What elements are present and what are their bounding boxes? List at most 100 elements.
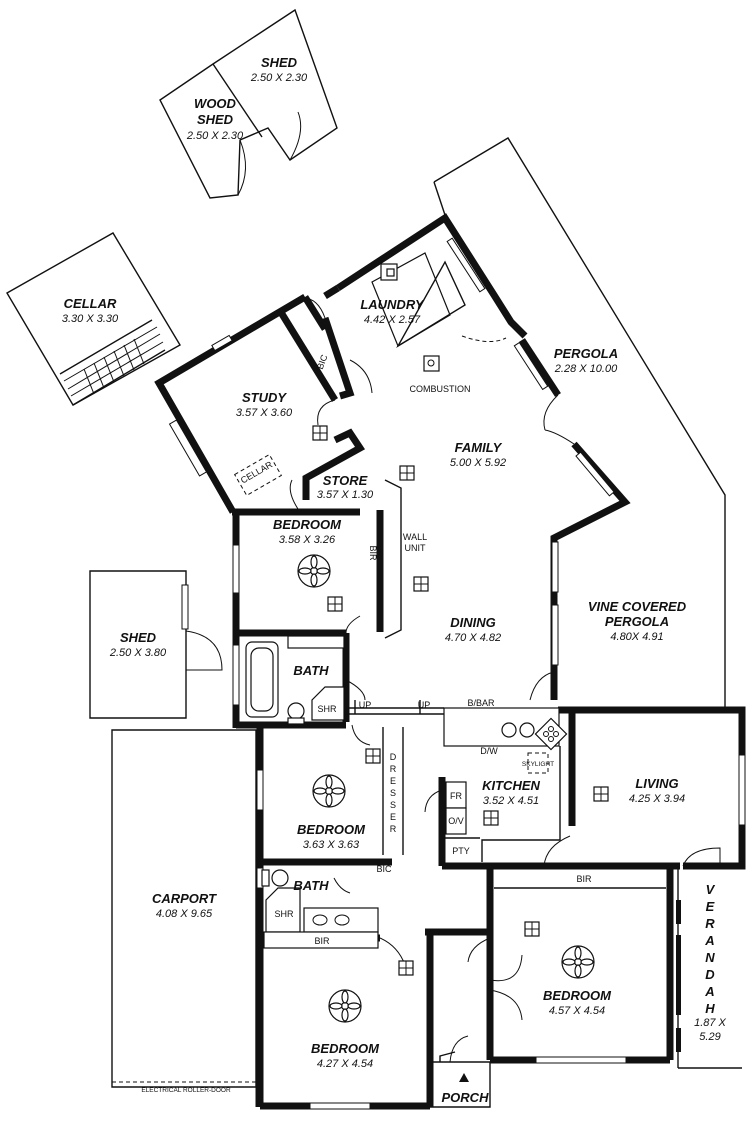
shed-wood-shed-outline xyxy=(159,8,338,199)
verandah-letter: A xyxy=(704,933,714,948)
room-labels: SHED 2.50 X 2.30 WOOD SHED 2.50 X 2.30 C… xyxy=(62,55,727,1105)
cellar-hatch xyxy=(233,453,283,497)
room-dims: 4.70 X 4.82 xyxy=(445,632,501,644)
breakfast-bar xyxy=(443,707,560,747)
room-dims: 3.58 X 3.26 xyxy=(279,534,336,546)
dresser-label: D R E S S E R xyxy=(390,752,397,834)
kitchen-bench-east xyxy=(481,746,561,862)
svg-text:E: E xyxy=(390,776,396,786)
laundry-walls xyxy=(336,213,528,339)
ceiling-fan-icon xyxy=(561,945,595,979)
room-name: KITCHEN xyxy=(482,778,540,793)
shower-label: SHR xyxy=(317,704,337,714)
room-dims: 3.52 X 4.51 xyxy=(483,795,539,807)
room-dims: 1.87 X xyxy=(694,1017,726,1029)
room-dims: 4.25 X 3.94 xyxy=(629,793,685,805)
room-dims: 5.00 X 5.92 xyxy=(450,457,506,469)
room-dims: 3.63 X 3.63 xyxy=(303,839,360,851)
room-dims: 4.42 X 2.57 xyxy=(364,314,421,326)
svg-text:S: S xyxy=(390,800,396,810)
room-dims: 5.29 xyxy=(699,1031,720,1043)
wall-unit-label: WALL xyxy=(403,532,427,542)
shower-1 xyxy=(311,686,345,721)
light-icon xyxy=(524,921,540,937)
combustion-label: COMBUSTION xyxy=(409,384,470,394)
room-name: CARPORT xyxy=(152,891,217,906)
windows xyxy=(168,237,746,1110)
oven xyxy=(445,807,467,835)
verandah-letter: E xyxy=(706,899,715,914)
room-name: DINING xyxy=(450,615,496,630)
light-icon xyxy=(312,425,328,441)
room-name: BEDROOM xyxy=(273,517,342,532)
room-dims: 4.80X 4.91 xyxy=(610,631,663,643)
light-icon xyxy=(413,576,429,592)
room-name: PORCH xyxy=(442,1090,490,1105)
fridge-label: FR xyxy=(450,791,462,801)
bir-label: BIR xyxy=(368,545,378,561)
verandah-letter: H xyxy=(705,1001,715,1016)
house-walls xyxy=(154,213,746,1110)
room-dims: 2.50 X 2.30 xyxy=(250,72,308,84)
room-name: BATH xyxy=(293,663,329,678)
room-dims: 3.30 X 3.30 xyxy=(62,313,119,325)
room-name: SHED xyxy=(197,112,234,127)
room-name: SHED xyxy=(261,55,298,70)
room-dims: 4.08 X 9.65 xyxy=(156,908,213,920)
outbuildings xyxy=(6,8,338,719)
bir-label: BIR xyxy=(314,936,330,946)
dishwasher-label: D/W xyxy=(480,746,498,756)
room-name: WOOD xyxy=(194,96,236,111)
room-dims: 2.28 X 10.00 xyxy=(554,363,618,375)
room-name: LAUNDRY xyxy=(360,297,425,312)
sink-bowl-1 xyxy=(501,722,517,738)
bath-1-vanity xyxy=(287,635,345,649)
roller-door-label: ELECTRICAL ROLLER-DOOR xyxy=(141,1087,231,1094)
sink-bowl-2 xyxy=(519,722,535,738)
room-name: LIVING xyxy=(635,776,678,791)
room-dims: 4.57 X 4.54 xyxy=(549,1005,605,1017)
combustion-heater xyxy=(423,355,440,372)
room-name: VINE COVERED xyxy=(588,599,687,614)
step-up-label: UP xyxy=(359,700,372,710)
verandah-letter: A xyxy=(704,984,714,999)
shed-door-swing xyxy=(289,111,302,161)
pergola-outlines xyxy=(433,137,726,710)
light-fittings xyxy=(297,425,609,1023)
side-shed-window xyxy=(181,584,189,630)
fixtures xyxy=(111,252,742,1107)
svg-text:E: E xyxy=(390,812,396,822)
room-name: SHED xyxy=(120,630,157,645)
verandah-letter: R xyxy=(705,916,715,931)
room-name: FAMILY xyxy=(455,440,503,455)
bic-label: BIC xyxy=(376,864,392,874)
light-icon xyxy=(483,810,499,826)
laundry-bench-line xyxy=(396,260,466,348)
light-icon xyxy=(399,465,415,481)
skylight xyxy=(527,752,549,774)
svg-text:R: R xyxy=(390,824,397,834)
svg-text:S: S xyxy=(390,788,396,798)
bir-label: BIR xyxy=(576,874,592,884)
toilet-1 xyxy=(287,702,305,720)
room-name: PERGOLA xyxy=(554,346,618,361)
room-dims: 3.57 X 3.60 xyxy=(236,407,293,419)
cellar-hatch-label: CELLAR xyxy=(239,459,275,485)
ceiling-fan-icon xyxy=(312,774,346,808)
room-dims: 2.50 X 2.30 xyxy=(186,130,244,142)
svg-text:R: R xyxy=(390,764,397,774)
cooktop xyxy=(534,717,568,751)
step-up-label: UP xyxy=(418,700,431,710)
wall-unit-label: UNIT xyxy=(405,543,426,553)
verandah-label: V E R A N D A H 1.87 X 5.29 xyxy=(694,882,726,1043)
verandah-letter: V xyxy=(706,882,716,897)
light-icon xyxy=(327,596,343,612)
bic-label: BIC xyxy=(315,353,330,371)
wall-unit xyxy=(384,479,402,639)
ceiling-fan-icon xyxy=(297,554,331,588)
verandah-letter: D xyxy=(705,967,715,982)
room-dims: 2.50 X 3.80 xyxy=(109,647,167,659)
study-walls xyxy=(154,293,307,514)
skylight-label: SKYLIGHT xyxy=(522,761,554,768)
